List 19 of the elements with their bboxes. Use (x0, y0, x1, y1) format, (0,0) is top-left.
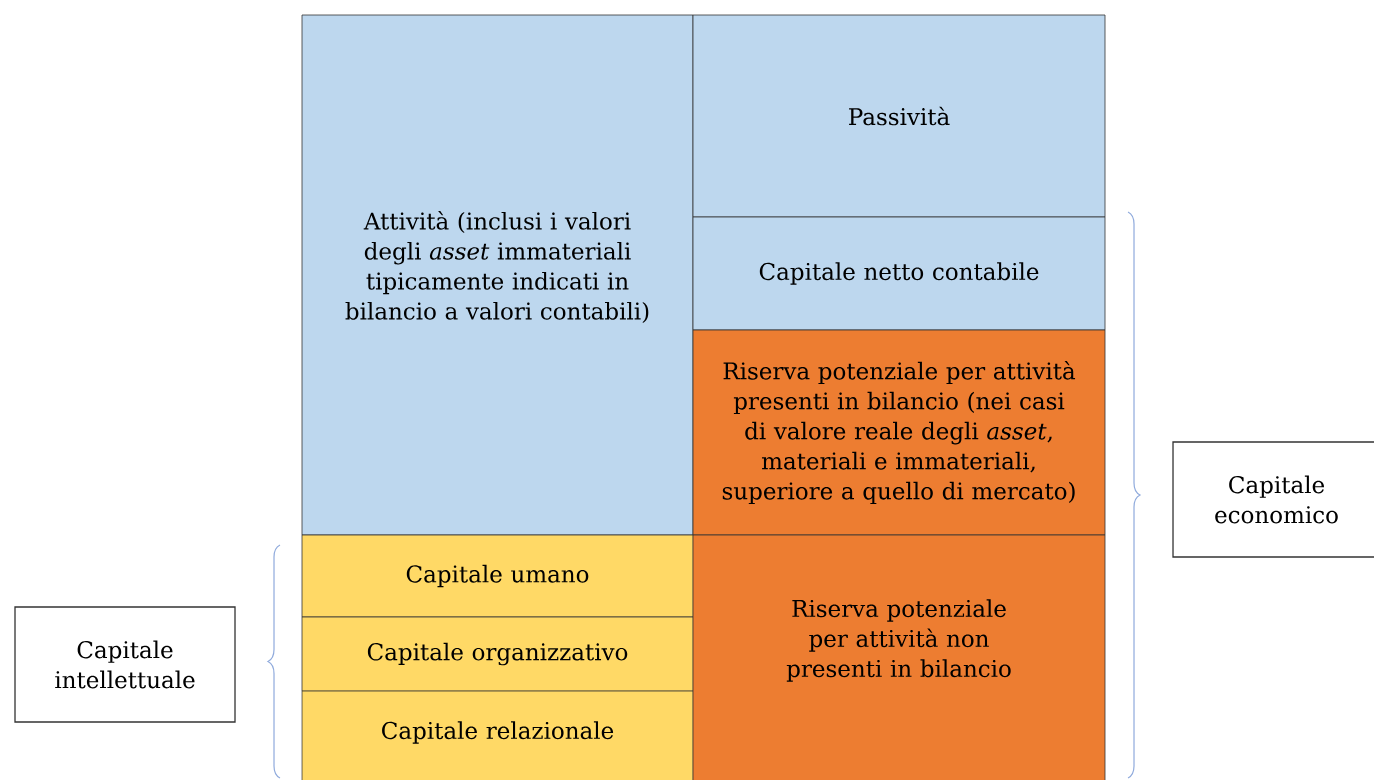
cell-text: Attività (inclusi i valori degli asset immateriali tipicamente indicati in bilancio a valori contabili) (345, 211, 649, 323)
table-cell (692, 329, 1106, 536)
cell-text: Capitale netto contabile (759, 262, 1039, 285)
cell-text: Capitale organizzativo (367, 642, 628, 666)
cell-text: Passività (849, 106, 950, 126)
cell-text: Riserva potenziale per attività non presenti in bilancio (786, 599, 1011, 682)
table-cell (301, 690, 694, 780)
table-cell (692, 534, 1106, 780)
label-box (14, 606, 236, 723)
cell-text: Capitale intellettuale (55, 640, 195, 689)
cell-text: Capitale relazionale (382, 721, 614, 744)
cell-text: Riserva potenziale per attività presenti in bilancio (nei casi di valore reale degli asset, materiali e immateriali, superiore a quello di mercato) (722, 360, 1076, 505)
table-cell (692, 14, 1106, 218)
label-box (1172, 441, 1374, 558)
table-cell (301, 616, 694, 692)
cell-text: Capitale economico (1215, 475, 1338, 524)
table-cell (301, 534, 694, 618)
table-cell (692, 216, 1106, 331)
cell-text: Capitale umano (406, 564, 589, 588)
